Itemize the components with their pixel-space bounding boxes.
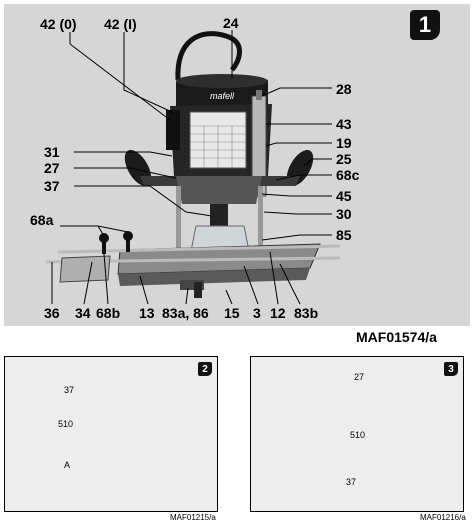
label-15: 15	[224, 305, 240, 321]
figure1-caption: MAF01574/a	[356, 329, 437, 345]
label-45: 45	[336, 188, 352, 204]
label-12: 12	[270, 305, 286, 321]
figure3-panel	[250, 356, 464, 512]
label-3: 3	[253, 305, 261, 321]
label-68a: 68a	[30, 212, 54, 228]
figure2-caption: MAF01215/a	[170, 513, 216, 522]
label-68c: 68c	[336, 167, 360, 183]
fig2-label-a: A	[64, 460, 71, 470]
label-34: 34	[75, 305, 91, 321]
collet-housing	[176, 176, 262, 204]
label-42-1: 42 (I)	[104, 16, 137, 32]
guide-rod-left	[176, 186, 181, 248]
fig2-label-510: 510	[58, 419, 74, 429]
label-85: 85	[336, 227, 352, 243]
label-28: 28	[336, 81, 352, 97]
label-19: 19	[336, 135, 352, 151]
label-42-0: 42 (0)	[40, 16, 77, 32]
extraction-nozzle	[194, 282, 202, 298]
fence-knob-2	[123, 231, 133, 241]
figure1-leader-lines	[51, 30, 332, 305]
label-24: 24	[223, 15, 239, 31]
fig2-label-37: 37	[64, 385, 75, 395]
power-cable	[175, 31, 242, 81]
base-plate-edge	[118, 268, 310, 286]
brand-logo: mafell	[210, 91, 235, 101]
fig3-label-510: 510	[350, 430, 366, 440]
fence-knob-1	[99, 233, 109, 243]
collet	[210, 204, 228, 226]
figure3-caption: MAF01216/a	[420, 513, 466, 522]
label-83b: 83b	[294, 305, 319, 321]
figure2-panel	[4, 356, 218, 512]
motor-cap	[176, 74, 268, 88]
parallel-fence	[59, 255, 111, 283]
label-68b: 68b	[96, 305, 121, 321]
fig3-label-37: 37	[346, 477, 357, 487]
guide-rod-right	[258, 186, 263, 248]
figure2-number-badge: 2	[198, 362, 212, 376]
depth-turret	[180, 280, 204, 290]
depth-stop-knob	[256, 90, 262, 100]
on-off-switch	[166, 110, 180, 150]
label-37: 37	[44, 178, 60, 194]
figure3-number-badge: 3	[444, 362, 458, 376]
label-30: 30	[336, 206, 352, 222]
label-31: 31	[44, 144, 60, 160]
label-43: 43	[336, 116, 352, 132]
label-36: 36	[44, 305, 60, 321]
label-13: 13	[139, 305, 155, 321]
label-83a-86: 83a, 86	[162, 305, 209, 321]
label-25: 25	[336, 151, 352, 167]
label-27: 27	[44, 160, 60, 176]
router-illustration	[45, 31, 341, 298]
figure1-number-badge: 1	[410, 10, 440, 40]
fig3-label-27: 27	[354, 372, 365, 382]
